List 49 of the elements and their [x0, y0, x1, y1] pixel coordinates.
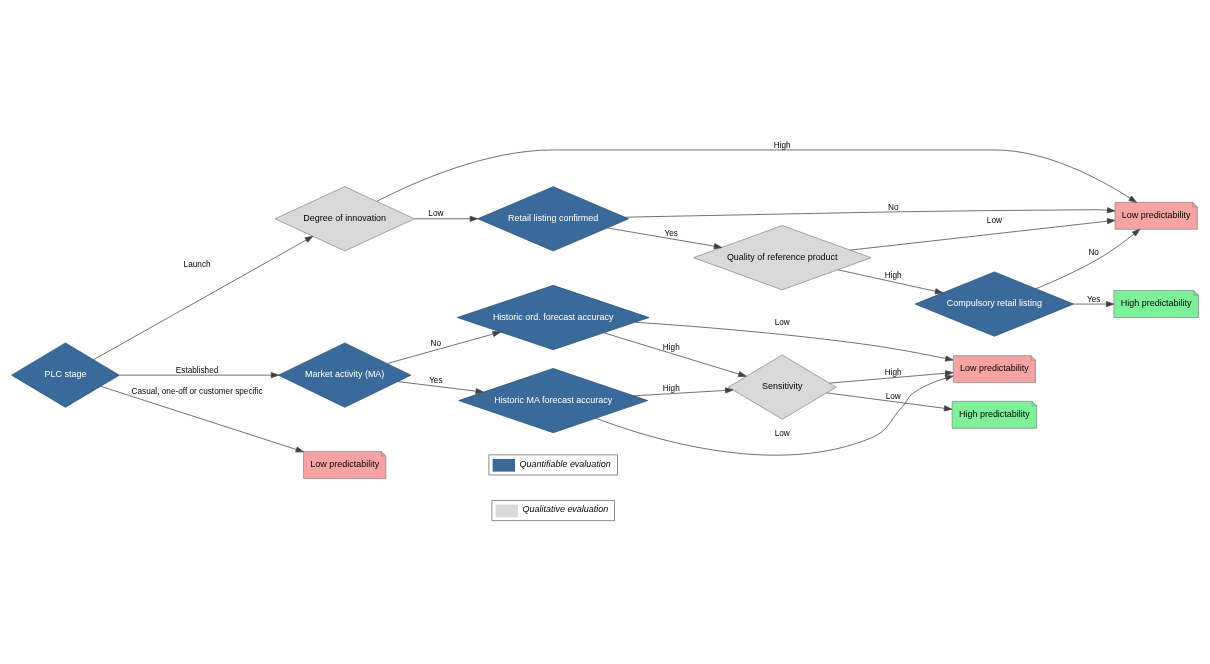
- edge-label: High: [662, 342, 680, 352]
- edge-label: Established: [175, 365, 219, 375]
- arrow: [635, 321, 954, 361]
- edge-label: High: [884, 367, 902, 377]
- arrow: [606, 227, 723, 249]
- edge-label: Yes: [429, 375, 443, 385]
- edge-label: No: [430, 338, 442, 348]
- node-diamond: Degree of innovation: [274, 185, 415, 251]
- edge-label: Yes: [664, 228, 678, 238]
- node-diamond: Historic MA forecast accuracy: [458, 367, 649, 433]
- node-diamond: Market activity (MA): [278, 342, 412, 408]
- edge-label: High: [884, 270, 902, 280]
- arrow: [1073, 300, 1115, 307]
- arrow: [624, 206, 1116, 218]
- arrow: [633, 386, 734, 396]
- edge-label: Low: [986, 215, 1002, 225]
- arrow: [829, 369, 954, 383]
- edge-label: No: [1088, 247, 1099, 257]
- node-diamond: Sensitivity: [728, 354, 837, 420]
- arrow: [397, 380, 484, 394]
- node-diamond: Compulsory retail listing: [914, 271, 1075, 337]
- arrow: [595, 374, 954, 456]
- arrow: [386, 330, 501, 364]
- edge-label: Launch: [183, 259, 211, 269]
- node-diamond: Quality of reference product: [693, 224, 872, 290]
- arrow: [93, 235, 314, 360]
- arrow: [603, 331, 747, 377]
- edge-label: Low: [774, 428, 790, 438]
- legend-label: Qualitative evaluation: [522, 503, 609, 514]
- arrow: [376, 149, 1137, 203]
- node-diamond: Historic ord. forecast accuracy: [456, 284, 650, 350]
- arrow: [849, 217, 1116, 250]
- node-diamond: Retail listing confirmed: [477, 185, 629, 251]
- edge-label: Low: [774, 317, 790, 327]
- edge-label: No: [887, 202, 899, 212]
- arrow: [837, 268, 944, 294]
- edge-label: Low: [885, 391, 901, 401]
- edge-label: High: [662, 383, 680, 393]
- node-diamond: PLC stage: [11, 342, 120, 408]
- edge-label: Yes: [1086, 294, 1101, 304]
- legend-label: Quantifiable evaluation: [519, 458, 611, 469]
- arrow: [414, 215, 478, 222]
- edge-label: Low: [428, 208, 444, 218]
- arrow: [119, 371, 280, 378]
- arrow: [826, 391, 953, 411]
- edge-label: High: [773, 140, 791, 150]
- arrow: [1035, 228, 1141, 289]
- edge-label: Casual, one-off or customer specific: [131, 386, 263, 396]
- arrow: [100, 385, 304, 452]
